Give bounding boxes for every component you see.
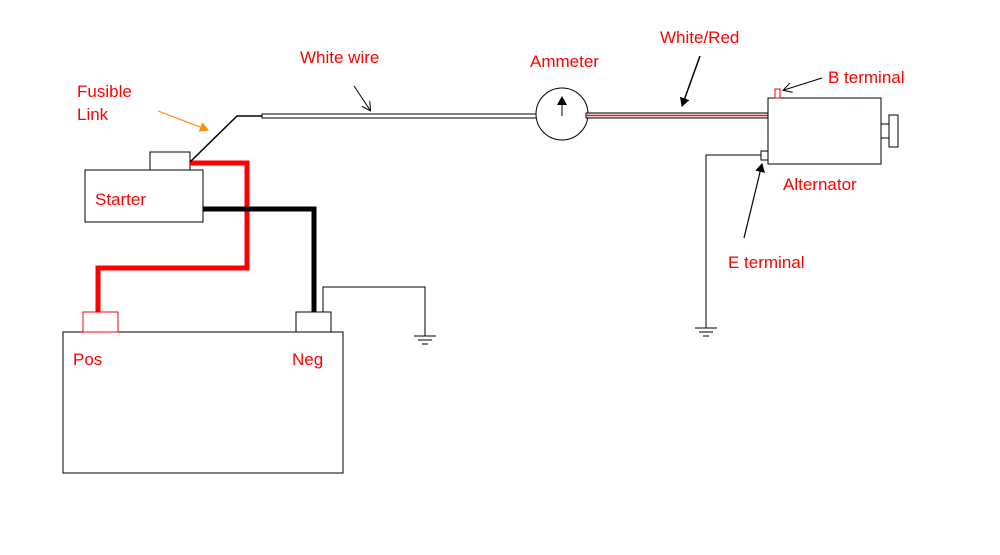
fusible-link-wire <box>189 115 262 163</box>
alternator-pulley-hub <box>880 123 890 139</box>
alternator-pulley <box>888 114 899 148</box>
battery-ground-symbol <box>414 335 436 345</box>
starter-label: Starter <box>95 190 146 209</box>
e-terminal-arrow <box>743 163 765 239</box>
alternator-ground-wire <box>705 154 761 328</box>
fusible-link-arrow <box>157 110 209 132</box>
battery-neg-terminal <box>295 311 332 333</box>
white-wire-label: White wire <box>300 48 379 67</box>
fusible-link-label-line2: Link <box>77 105 109 124</box>
neg-label: Neg <box>292 350 323 369</box>
negative-cable <box>203 206 317 312</box>
pos-label: Pos <box>73 350 102 369</box>
battery-body <box>62 331 344 474</box>
white-red-arrow <box>680 55 701 107</box>
b-terminal-label: B terminal <box>828 68 905 87</box>
white-red-label: White/Red <box>660 28 739 47</box>
b-terminal-arrow <box>784 77 823 90</box>
alternator-b-terminal <box>774 88 781 99</box>
battery-pos-terminal <box>82 311 119 333</box>
positive-cable <box>95 160 250 312</box>
starter-body <box>84 169 204 223</box>
alternator-label: Alternator <box>783 175 857 194</box>
white-wire <box>261 113 539 119</box>
battery-ground-wire <box>322 286 426 336</box>
alternator-ground-symbol <box>695 327 717 337</box>
alternator-body <box>767 97 882 165</box>
alternator-e-terminal <box>760 150 769 161</box>
ammeter-label: Ammeter <box>530 52 599 71</box>
white-wire-arrow <box>353 85 370 110</box>
starter-solenoid <box>149 151 191 171</box>
e-terminal-label: E terminal <box>728 253 805 272</box>
fusible-link-label-line1: Fusible <box>77 82 132 101</box>
